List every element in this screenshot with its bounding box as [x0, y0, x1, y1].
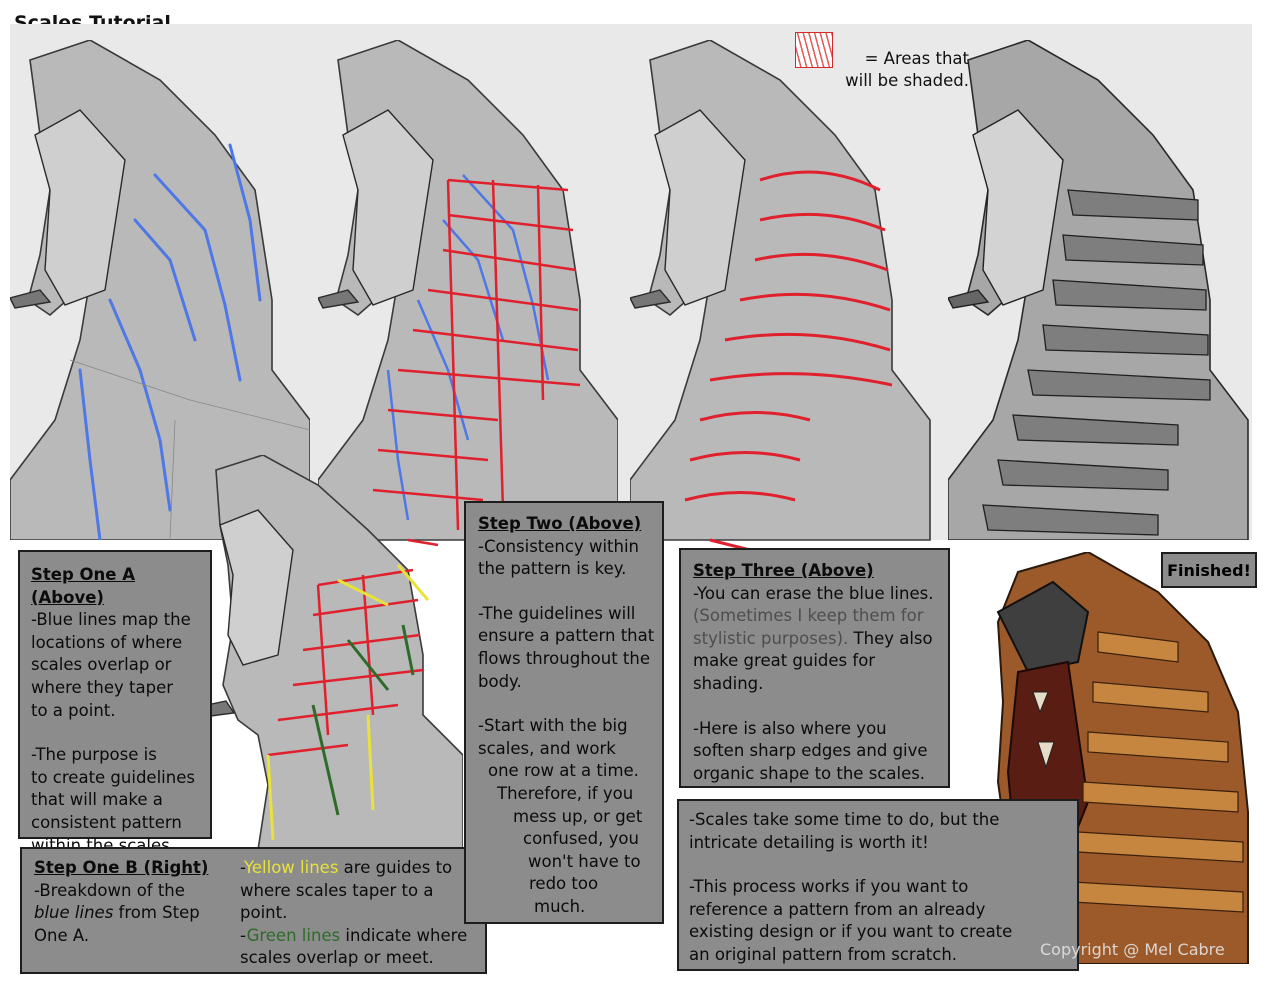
step-three-heading: Step Three (Above) [693, 561, 874, 580]
step-one-a-text: that will make a [31, 790, 163, 810]
finished-label: Finished! [1161, 552, 1257, 588]
step-two-text: -Consistency within [478, 536, 640, 556]
step-one-b-text: point. [240, 903, 288, 923]
step-two-text: -The guidelines will [478, 603, 636, 623]
step-two-text: won't have to [528, 851, 641, 871]
step-one-a-text: consistent pattern [31, 812, 182, 832]
step-two-text: redo too [529, 874, 599, 894]
step-three-text: shading. [693, 673, 764, 693]
step-three-box: Step Three (Above) -You can erase the bl… [679, 548, 950, 788]
step-three-text: make great guides for [693, 651, 876, 671]
step-two-text: Therefore, if you [497, 783, 634, 803]
step-three-text: (Sometimes I keep them for [693, 606, 924, 626]
hatch-swatch-icon [795, 32, 833, 68]
red-scale-lines [372, 178, 581, 547]
step-two-text: -Start with the big [478, 716, 628, 736]
step-two-text: body. [478, 671, 522, 691]
final-note-text: -Scales take some time to do, but the [689, 810, 1000, 829]
sketch-lines [69, 359, 310, 540]
final-note-box: -Scales take some time to do, but the in… [677, 799, 1079, 971]
step-one-a-text: -Blue lines map the [31, 610, 191, 630]
final-note-text: intricate detailing is worth it! [689, 832, 929, 852]
step-two-text: scales, and work [478, 738, 616, 758]
step-three-illustration [630, 40, 931, 550]
step-two-text: ensure a pattern that [478, 626, 655, 646]
red-scale-lines [684, 170, 893, 550]
copyright-watermark: Copyright @ Mel Cabre [1040, 940, 1225, 959]
legend-text: = Areas that will be shaded. [845, 49, 969, 90]
step-one-b-text: -Breakdown of the [34, 880, 185, 900]
step-two-text: confused, you [523, 829, 639, 849]
creature-jaw [10, 109, 126, 309]
red-scale-lines [267, 568, 424, 757]
step-one-a-text: locations of where [31, 632, 183, 652]
step-one-b-text: One A. [34, 925, 90, 945]
green-guide-lines [311, 624, 415, 816]
step-three-text: soften sharp edges and give [693, 741, 928, 761]
step-one-a-text: -The purpose is [31, 745, 157, 765]
step-two-text: the pattern is key. [478, 559, 627, 579]
step-one-a-text: scales overlap or [31, 655, 172, 675]
step-three-text: -Here is also where you [693, 718, 887, 738]
step-two-text: one row at a time. [488, 761, 639, 781]
final-note-text: an original pattern from scratch. [689, 944, 958, 964]
step-two-box: Step Two (Above) -Consistency within the… [464, 501, 664, 924]
step-one-a-box: Step One A (Above) -Blue lines map the l… [18, 550, 212, 855]
step-two-text: much. [534, 896, 586, 916]
grey-render-illustration [948, 40, 1249, 540]
final-note-text: reference a pattern from an already [689, 899, 986, 919]
scale-shading [982, 189, 1211, 536]
step-one-b-text: where scales taper to a [240, 880, 434, 900]
step-one-a-text: where they taper [31, 677, 173, 697]
final-note-text: existing design or if you want to create [689, 922, 1013, 942]
step-three-text: stylistic purposes). They also [693, 628, 933, 648]
step-one-b-illustration [198, 455, 463, 850]
blue-guide-lines [78, 143, 262, 540]
step-three-text: organic shape to the scales. [693, 763, 926, 783]
step-one-a-text: to create guidelines [31, 767, 195, 787]
step-two-text: mess up, or get [513, 806, 643, 826]
step-three-text: -You can erase the blue lines. [693, 583, 934, 603]
yellow-guide-lines [266, 564, 430, 841]
step-two-heading: Step Two (Above) [478, 514, 642, 533]
step-one-a-illustration [10, 40, 310, 540]
step-one-a-heading: Step One A (Above) [31, 565, 135, 607]
step-one-b-text: scales overlap or meet. [240, 948, 434, 968]
final-note-text: -This process works if you want to [689, 877, 969, 897]
step-one-a-text: to a point. [31, 700, 116, 720]
step-two-illustration [318, 40, 618, 547]
step-two-text: flows throughout the [478, 648, 651, 668]
step-one-b-heading: Step One B (Right) [34, 858, 209, 877]
green-lines-text: -Green lines indicate where [240, 925, 468, 945]
yellow-lines-text: -Yellow lines are guides to [240, 858, 453, 877]
step-one-b-text: blue lines from Step [34, 903, 200, 923]
step-one-b-box: Step One B (Right) -Breakdown of the blu… [20, 847, 487, 974]
